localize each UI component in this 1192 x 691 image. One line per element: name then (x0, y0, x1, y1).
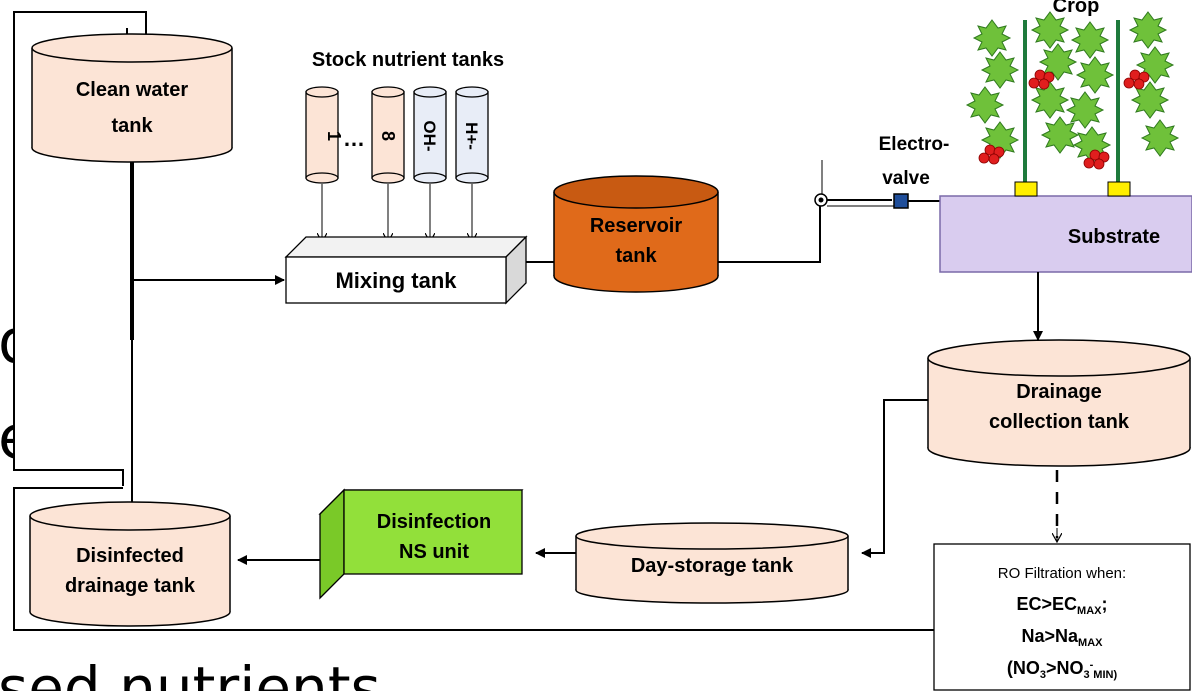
return-loop-line (13, 11, 147, 486)
electrovalve-label-1: Electro- (879, 134, 950, 155)
pipe-junction-dot (818, 197, 824, 203)
ro-no3-sub1: 3 (1040, 669, 1046, 681)
substrate-label: Substrate (1068, 226, 1160, 248)
background-text-bottom: sed nutrients (0, 654, 381, 691)
stock-tube-8 (371, 86, 405, 184)
disinfected-tank-label-1: Disinfected (76, 545, 184, 567)
ro-ec-end: ; (1101, 594, 1107, 614)
mixing-tank (284, 235, 528, 305)
ro-no3-sub2: 3 (1084, 669, 1090, 681)
ro-filtration-box (933, 543, 1191, 691)
ro-return-line (13, 487, 934, 631)
stock-tube-1-label: 1 (324, 131, 344, 141)
electrovalve-label-2: valve (882, 168, 930, 189)
disinfected-drainage-tank (29, 501, 231, 627)
pipe-drainage-daystorage (861, 399, 928, 558)
stock-tube-1 (305, 86, 339, 184)
reservoir-tank-label-2: tank (615, 245, 657, 267)
stock-tube-oh (413, 86, 447, 184)
ro-no3-a: (NO (1007, 658, 1040, 678)
clean-water-tank-label-1: Clean water (76, 79, 188, 101)
disinfection-label-2: NS unit (399, 541, 469, 563)
stock-tube-h (455, 86, 489, 184)
drainage-tank-label-1: Drainage (1016, 381, 1102, 403)
ro-no3-condition: (NO3>NO3-MIN) (1007, 658, 1118, 681)
mixing-tank-label: Mixing tank (335, 268, 457, 293)
ro-na-text: Na>Na (1022, 626, 1080, 646)
day-storage-tank-label: Day-storage tank (631, 555, 794, 577)
disinfection-label-1: Disinfection (377, 511, 491, 533)
stock-tube-oh-label: OH- (420, 120, 439, 151)
drainage-collection-tank (927, 339, 1191, 467)
ro-ec-text: EC>EC (1017, 594, 1078, 614)
reservoir-tank (553, 175, 719, 293)
stock-tube-h-label: H+- (462, 122, 481, 150)
ro-ec-condition: EC>ECMAX; (1017, 594, 1108, 617)
substrate-box (939, 195, 1192, 273)
ro-filtration-title: RO Filtration when: (998, 565, 1126, 582)
ro-na-sub: MAX (1078, 637, 1103, 649)
crop-plants-icon (966, 11, 1179, 197)
drainage-tank-label-2: collection tank (989, 411, 1130, 433)
disinfection-unit (318, 488, 524, 600)
ro-no3-sub3: MIN) (1093, 669, 1117, 681)
reservoir-tank-label-1: Reservoir (590, 215, 682, 237)
stock-tanks-title: Stock nutrient tanks (312, 49, 504, 71)
ro-ec-sub: MAX (1077, 605, 1102, 617)
clean-water-tank (31, 33, 233, 163)
ro-na-condition: Na>NaMAX (1022, 626, 1104, 649)
stock-tube-8-label: 8 (378, 131, 398, 141)
pipe-reservoir-valve (718, 199, 892, 263)
ro-no3-sup: - (1090, 659, 1094, 671)
electrovalve-icon (893, 193, 909, 209)
day-storage-tank (575, 522, 849, 604)
crop-label: Crop (1053, 0, 1100, 17)
disinfected-tank-label-2: drainage tank (65, 575, 196, 597)
ro-no3-b: >NO (1046, 658, 1084, 678)
stock-tube-dots: … (343, 126, 365, 151)
clean-water-tank-label-2: tank (111, 115, 153, 137)
